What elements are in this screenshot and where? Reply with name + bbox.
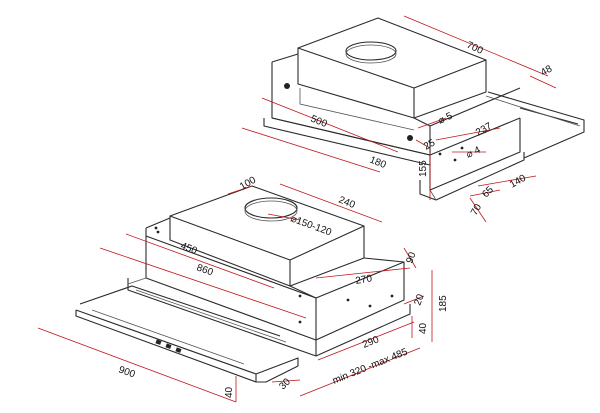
top-dim-155: 155 (418, 160, 429, 177)
top-mount-hole-right (407, 135, 413, 141)
top-mount-hole-left (284, 83, 290, 89)
control-button-2 (165, 343, 172, 349)
top-dim-237: 237 (474, 121, 494, 139)
bottom-dim-90: 90 (404, 250, 418, 265)
control-button-1 (155, 339, 162, 345)
bottom-dim-240: 240 (337, 195, 357, 212)
top-dim-700: 700 (465, 40, 485, 57)
top-dim-700-line (403, 15, 549, 77)
top-dim-25: 25 (422, 137, 438, 152)
top-dim-65: 65 (480, 184, 496, 200)
bottom-dim-40-bottom: 40 (224, 386, 235, 398)
top-dim-500-line (261, 97, 399, 153)
top-dim-48: 48 (539, 63, 555, 78)
bottom-dim-100: 100 (238, 175, 258, 193)
top-dim-140: 140 (508, 173, 528, 191)
top-dim-phi5: ⌀ 5 (437, 110, 455, 126)
bottom-duct-opening (244, 197, 298, 219)
bottom-dim-40-right: 40 (418, 322, 429, 334)
bottom-dim-185: 185 (438, 295, 449, 312)
bottom-dim-phi150: ⌀150-120 (289, 213, 333, 238)
top-hood-drawing: 700 48 500 ⌀ 5 237 25 180 ⌀ 4 155 140 65… (241, 15, 585, 223)
bottom-dim-minmax: min 320 -max 485 (331, 346, 410, 386)
bottom-dim-30: 30 (277, 376, 293, 392)
top-duct-opening (345, 41, 397, 61)
bottom-dim-20: 20 (412, 292, 426, 307)
top-dim-70: 70 (469, 202, 484, 218)
top-dim-phi4: ⌀ 4 (465, 144, 483, 160)
top-dim-48-line (529, 75, 557, 89)
bottom-dim-900: 900 (117, 364, 137, 380)
bottom-dim-270: 270 (355, 273, 374, 287)
control-button-3 (175, 347, 182, 353)
bottom-hood-drawing: 100 240 ⌀150-120 450 860 90 270 20 185 4… (37, 175, 449, 403)
top-dim-phi5-line (417, 117, 447, 129)
